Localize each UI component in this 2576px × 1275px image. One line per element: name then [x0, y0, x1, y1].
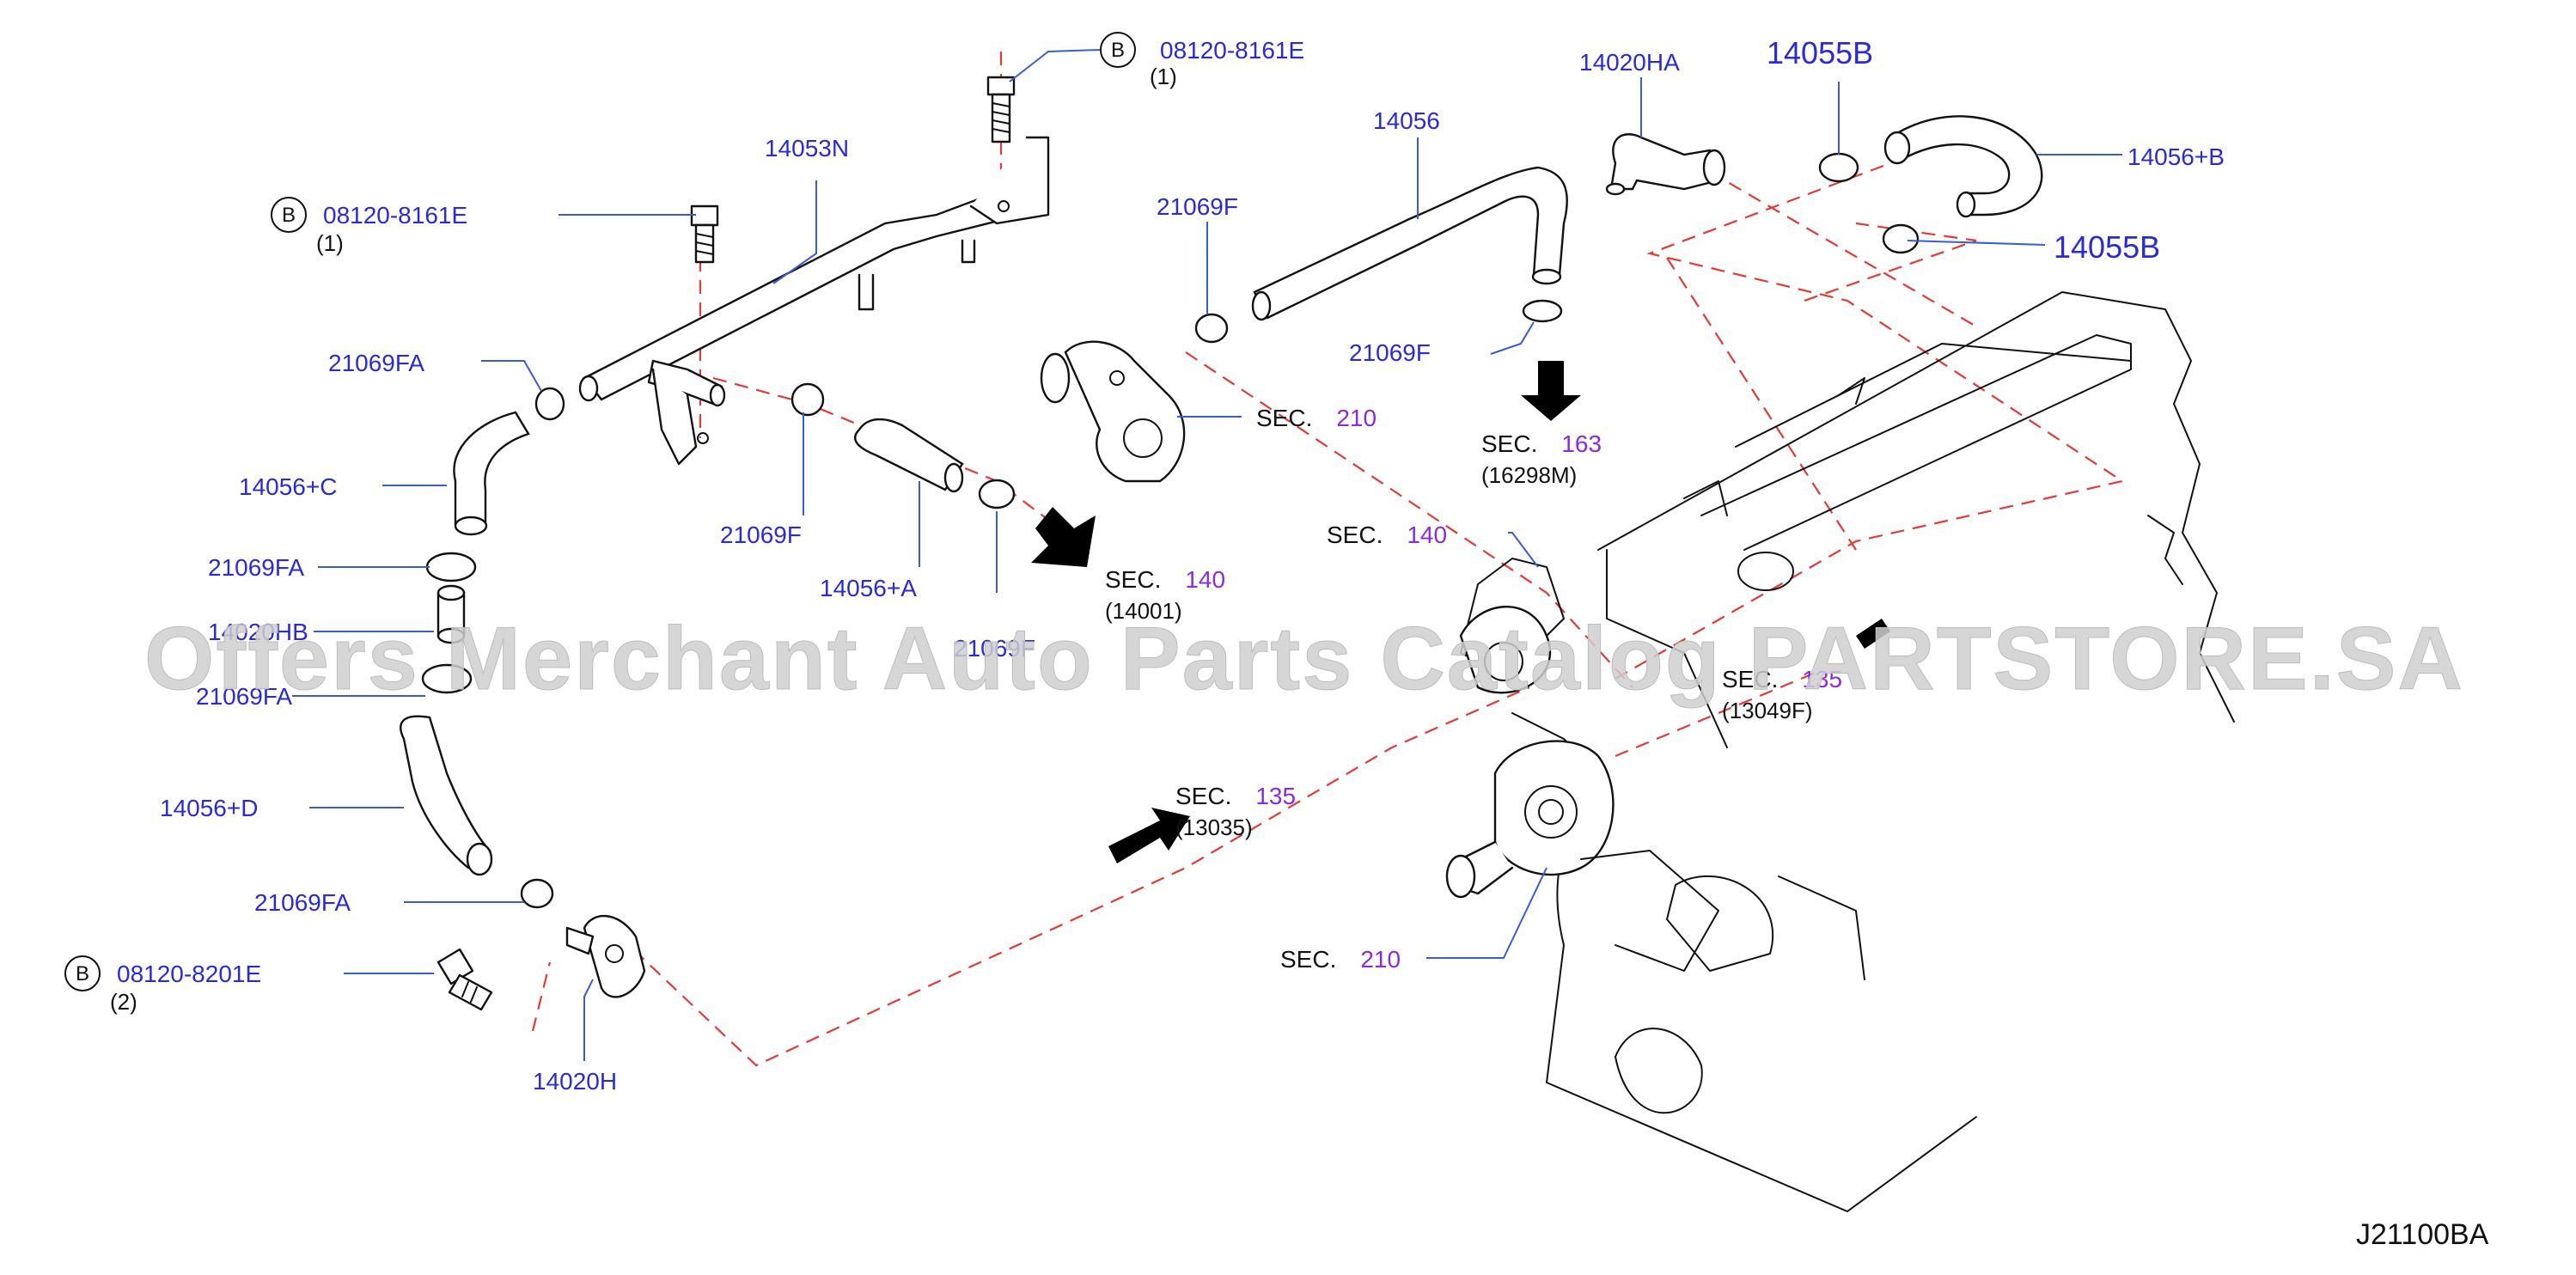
left-hose-chain — [400, 411, 530, 876]
svg-text:SEC.140: SEC. 140 — [1327, 522, 1447, 548]
part-label-14055B[interactable]: 14055B — [1767, 35, 1873, 70]
sec-number: 135 — [1255, 783, 1296, 809]
bolt-marker-letter: B — [76, 962, 89, 985]
part-label-21069F[interactable]: 21069F — [1157, 193, 1238, 220]
part-labels: 08120-8161E (1) 14053N 08120-8161E (1) 2… — [110, 35, 2225, 1095]
bolt-marker-letter: B — [1111, 39, 1125, 62]
sec-number: 140 — [1407, 522, 1447, 548]
thermostat-housing — [1040, 340, 1186, 483]
svg-text:SEC.210: SEC. 210 — [1256, 405, 1377, 431]
part-label-08120-8161E-top[interactable]: 08120-8161E — [1160, 37, 1304, 64]
part-label-14056D[interactable]: 14056+D — [160, 795, 258, 821]
assembly-lines — [531, 52, 2125, 1067]
arrow-sec140 — [1031, 507, 1096, 567]
part-label-08120-8161E-left[interactable]: 08120-8161E — [323, 202, 467, 229]
sec-label: SEC. — [1175, 783, 1231, 809]
part-label-14056A[interactable]: 14056+A — [820, 575, 917, 601]
sec-label: SEC. — [1327, 522, 1383, 548]
watermark: Offers Merchant Auto Parts Catalog PARTS… — [144, 609, 2464, 709]
part-label-21069FA[interactable]: 21069FA — [328, 350, 424, 376]
sec-number: 140 — [1185, 566, 1225, 593]
sec-label: SEC. — [1256, 405, 1312, 431]
section-reference-140-arrow[interactable]: SEC. 140 (14001) — [1105, 566, 1225, 624]
svg-text:SEC.135: SEC. 135 — [1175, 783, 1296, 809]
bolt-bottom — [436, 948, 493, 1011]
hose-14056 — [1251, 166, 1568, 321]
arrow-sec135-mid — [1108, 808, 1190, 863]
part-label-21069FA[interactable]: 21069FA — [254, 889, 351, 916]
part-label-14056C[interactable]: 14056+C — [239, 473, 337, 500]
bolt-marker-left: B — [271, 197, 307, 233]
sec-sub: (13035) — [1175, 814, 1253, 840]
part-label-14056B[interactable]: 14056+B — [2127, 143, 2225, 170]
fitting-14020HA — [1605, 133, 1726, 196]
part-label-21069FA[interactable]: 21069FA — [208, 554, 304, 581]
part-label-14053N[interactable]: 14053N — [765, 135, 849, 162]
section-reference-140-mid[interactable]: SEC. 140 — [1327, 522, 1447, 548]
sec-label: SEC. — [1722, 666, 1778, 692]
diagram-code: J21100BA — [2356, 1218, 2489, 1251]
sec-sub: (16298M) — [1481, 462, 1577, 488]
part-label-21069F[interactable]: 21069F — [720, 522, 802, 548]
part-label-14020H[interactable]: 14020H — [533, 1068, 617, 1095]
sec-number: 135 — [1802, 666, 1842, 692]
section-reference-135-right[interactable]: SEC. 135 (13049F) — [1722, 666, 1842, 723]
svg-text:SEC.140: SEC. 140 — [1105, 566, 1225, 593]
sec-sub: (14001) — [1105, 598, 1182, 624]
sec-number: 210 — [1360, 946, 1401, 973]
arrow-sec135-right — [1856, 619, 1890, 649]
engine-block — [1459, 291, 2235, 1212]
sec-sub: (13049F) — [1722, 698, 1813, 723]
sec-label: SEC. — [1481, 430, 1537, 457]
leader-lines — [292, 49, 2122, 1061]
section-reference-135-mid[interactable]: SEC. 135 (13035) — [1175, 783, 1296, 840]
part-label-08120-8201E[interactable]: 08120-8201E — [117, 961, 261, 987]
bolt-marker-top: B — [1100, 32, 1136, 68]
bolt-marker-bottom: B — [64, 955, 101, 991]
part-label-21069F[interactable]: 21069F — [954, 635, 1035, 662]
water-outlet-14020H — [565, 915, 646, 998]
bolt-top — [986, 76, 1016, 143]
sec-label: SEC. — [1105, 566, 1161, 593]
water-tube-14053N — [578, 136, 1050, 466]
direction-arrows — [1031, 361, 1890, 863]
svg-text:SEC.135: SEC. 135 — [1722, 666, 1842, 692]
sec-number: 163 — [1561, 430, 1602, 457]
part-label-21069F[interactable]: 21069F — [1349, 339, 1431, 366]
sec-number: 210 — [1336, 405, 1377, 431]
qty-label: (1) — [1150, 64, 1177, 89]
part-label-21069FA[interactable]: 21069FA — [196, 683, 292, 710]
qty-label: (1) — [316, 230, 344, 256]
hose-14056A — [854, 418, 964, 493]
hose-clamps — [421, 152, 1920, 909]
part-label-14056[interactable]: 14056 — [1373, 107, 1440, 134]
sec-label: SEC. — [1280, 946, 1336, 973]
section-reference-210-bottom[interactable]: SEC. 210 — [1280, 946, 1401, 973]
section-reference-163[interactable]: SEC. 163 (16298M) — [1481, 430, 1602, 488]
part-label-14055B[interactable]: 14055B — [2054, 229, 2160, 265]
water-pump — [1445, 740, 1719, 972]
bolt-left — [690, 204, 719, 264]
arrow-sec163 — [1521, 361, 1581, 421]
qty-label: (2) — [110, 989, 137, 1015]
part-label-14020HB[interactable]: 14020HB — [208, 619, 308, 645]
part-label-14020HA[interactable]: 14020HA — [1579, 49, 1680, 76]
hose-14056B — [1883, 115, 2043, 218]
bolt-marker-letter: B — [282, 204, 296, 227]
svg-text:SEC.163: SEC. 163 — [1481, 430, 1602, 457]
svg-text:SEC.210: SEC. 210 — [1280, 946, 1401, 973]
section-reference-210-top[interactable]: SEC. 210 — [1256, 405, 1377, 431]
